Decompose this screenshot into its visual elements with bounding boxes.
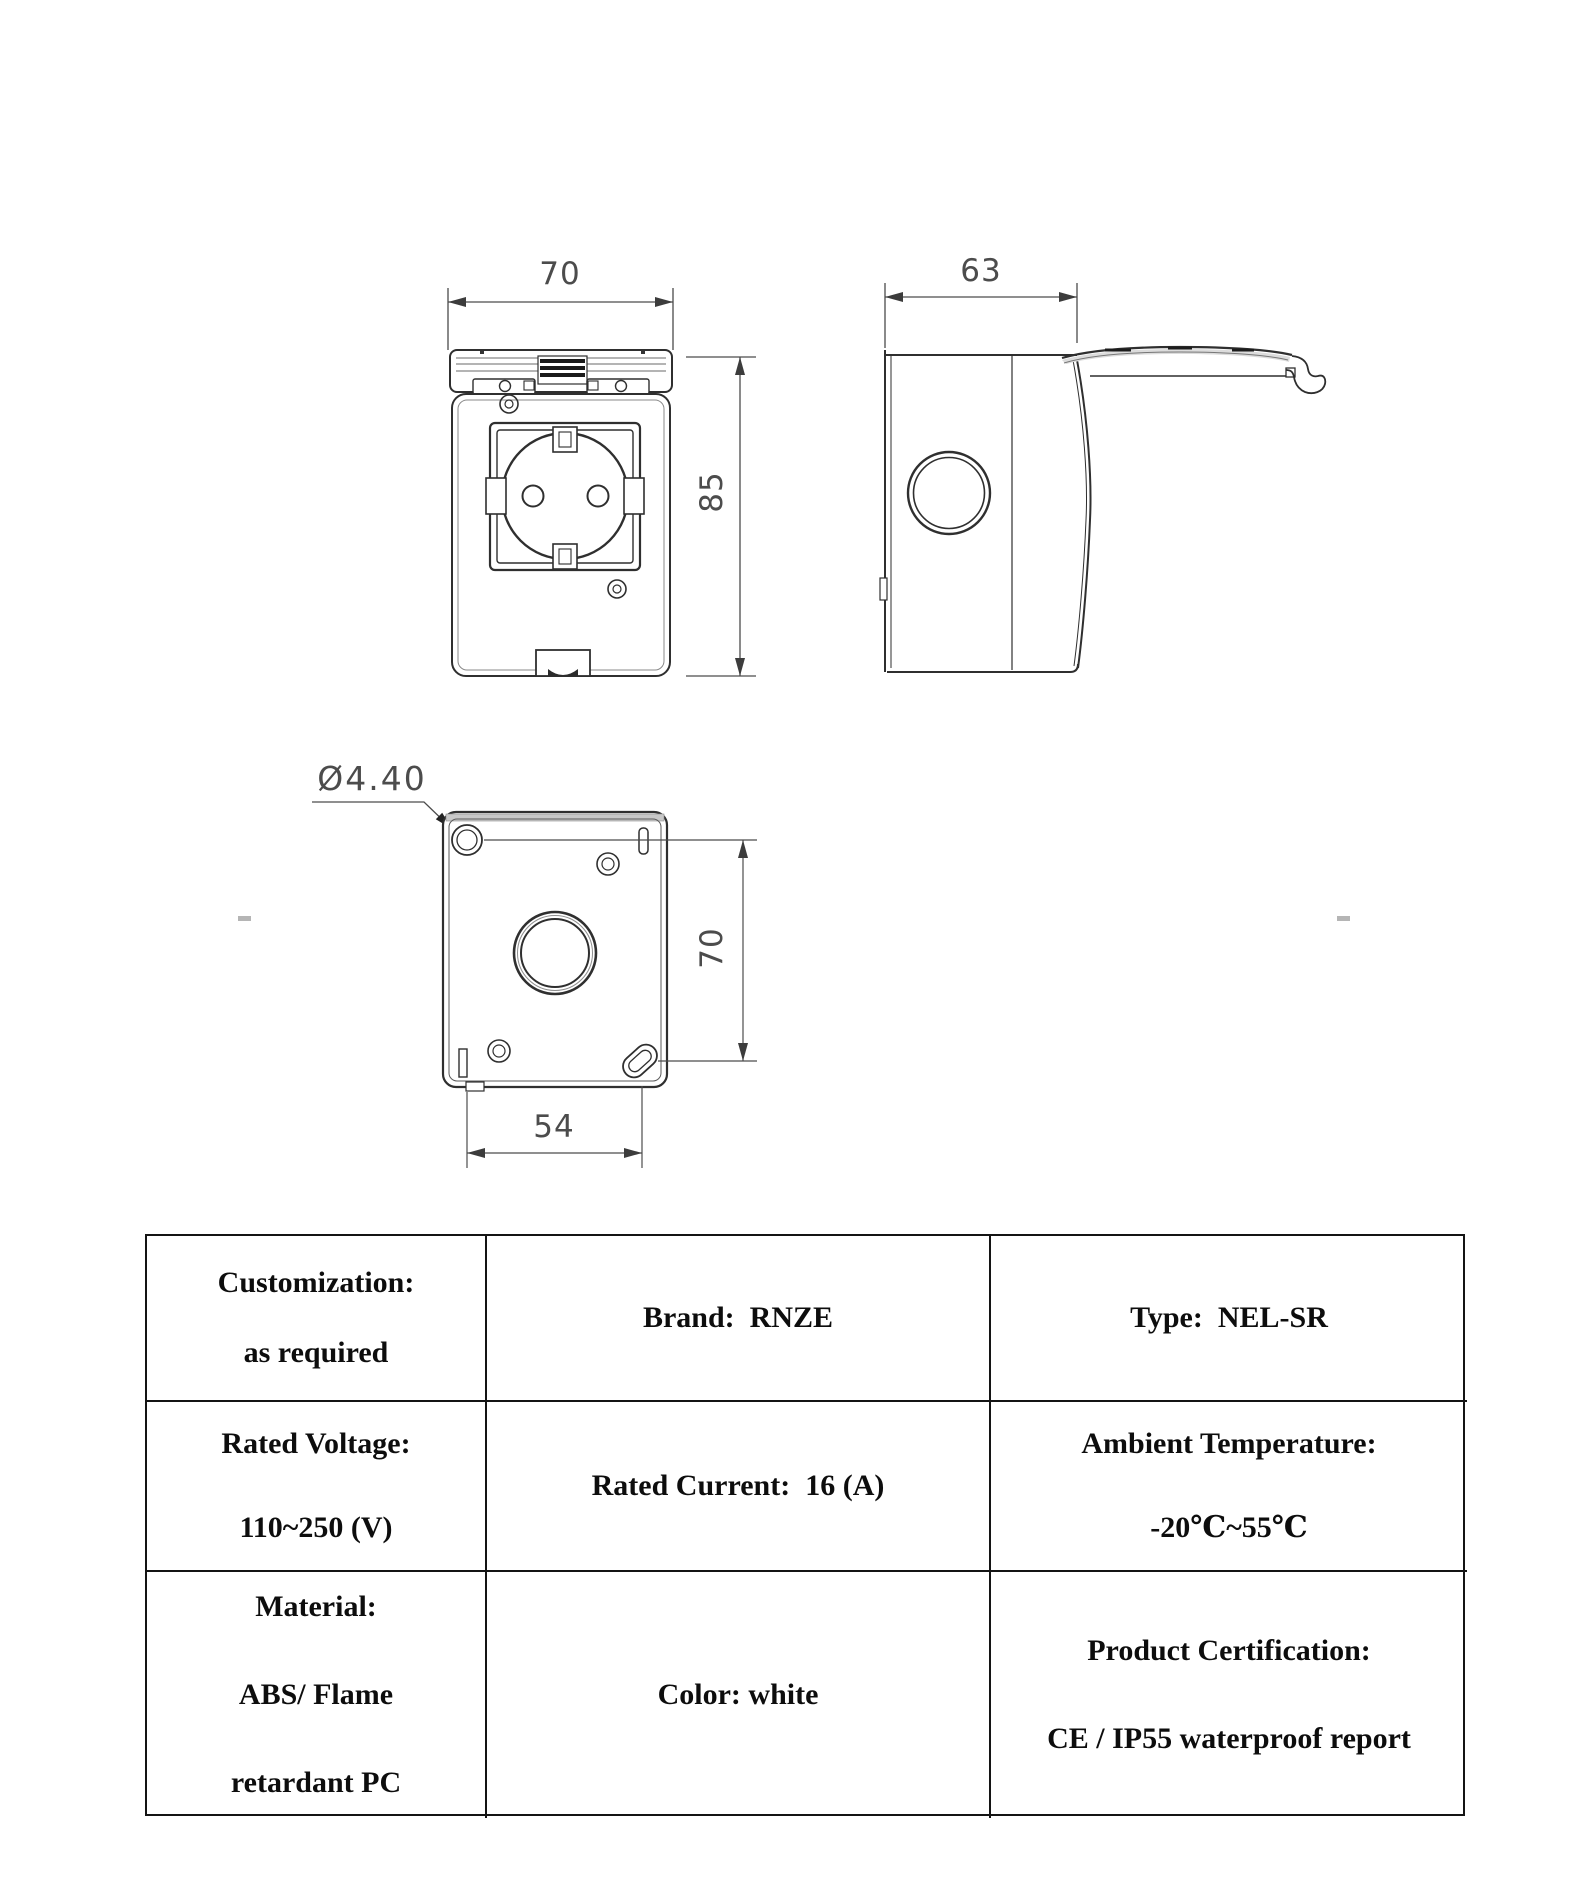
page-mark-left [238,916,251,921]
spec-line: 110~250 (V) [239,1511,393,1544]
spec-cell-certification: Product Certification: CE / IP55 waterpr… [991,1572,1467,1818]
front-view-drawing: 70 [447,256,756,677]
front-width-label: 70 [539,256,580,292]
spec-line: Customization: [217,1266,415,1299]
spec-line: -20℃~55℃ [1150,1511,1308,1544]
back-view-drawing: Ø4.40 [312,759,757,1168]
lid-latch [535,649,591,677]
spec-line: Brand: RNZE [642,1301,834,1334]
lid-hook [1285,355,1327,395]
side-open-lid [1061,345,1327,395]
spec-table: Customization: as required Brand: RNZE T… [145,1234,1467,1818]
front-face [451,393,671,677]
screw-hole-bottom-left [487,1039,511,1063]
mount-slot-bottom-right [622,1043,658,1079]
mount-hole-top-left [451,824,483,856]
spec-line: retardant PC [230,1766,402,1799]
spec-line: Product Certification: [1087,1634,1371,1667]
side-body [879,350,1092,673]
spec-line: CE / IP55 waterproof report [1047,1722,1411,1755]
screw-hole-top-right [596,852,620,876]
front-height-dimension [686,356,756,677]
page-mark-right [1337,916,1350,921]
spec-cell-brand: Brand: RNZE [487,1236,991,1402]
back-horizontal-dimension [466,1086,643,1168]
spec-line: Rated Current: 16 (A) [591,1469,885,1502]
slot-top-right [638,827,649,855]
spec-line: Ambient Temperature: [1081,1427,1377,1460]
front-width-dimension [447,288,674,350]
spec-cell-customization: Customization: as required [147,1236,487,1402]
spec-line: Material: [255,1590,377,1623]
spec-cell-rated-current: Rated Current: 16 (A) [487,1402,991,1572]
front-lid [449,349,673,395]
side-view-drawing: 63 [879,253,1327,673]
spec-line: Type: NEL-SR [1130,1301,1328,1334]
technical-drawings: 70 [238,253,1350,1168]
spec-line: ABS/ Flame [238,1678,394,1711]
back-vertical-dimension [484,839,757,1062]
side-depth-label: 63 [960,253,1001,289]
cable-knockout-circle [512,910,598,996]
pin-hole-right [586,484,610,508]
spec-line: Color: white [657,1678,819,1711]
spec-line: Rated Voltage: [221,1427,411,1460]
back-box [441,810,669,1092]
cable-entry-circle [906,450,992,536]
spec-cell-rated-voltage: Rated Voltage: 110~250 (V) [147,1402,487,1572]
pin-hole-left [521,484,545,508]
front-height-label: 85 [694,471,730,512]
hole-diameter-label: Ø4.40 [317,759,426,798]
side-depth-dimension [884,283,1078,348]
spec-line: as required [243,1336,389,1369]
back-horizontal-label: 54 [533,1109,574,1145]
spec-cell-ambient-temperature: Ambient Temperature: -20℃~55℃ [991,1402,1467,1572]
spec-cell-color: Color: white [487,1572,991,1818]
spec-cell-type: Type: NEL-SR [991,1236,1467,1402]
spec-cell-material: Material: ABS/ Flame retardant PC [147,1572,487,1818]
back-vertical-label: 70 [694,927,730,968]
